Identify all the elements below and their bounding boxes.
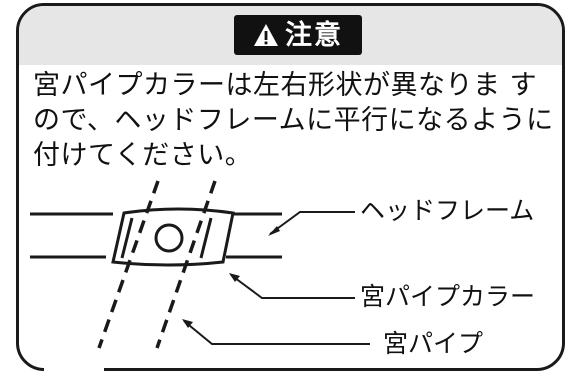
- pipe-collar-drawing: [111, 207, 235, 267]
- caution-header: 注意: [19, 6, 562, 65]
- caution-message: 宮パイプカラーは左右形状が異なりま す ので、ヘッドフレームに平行になるように …: [33, 68, 554, 173]
- leader-arrowheads: [182, 226, 280, 328]
- warning-triangle-icon: [254, 24, 278, 46]
- caution-card: 注意: [16, 3, 565, 371]
- label-head-frame: ヘッドフレーム: [360, 196, 535, 225]
- label-pipe: 宮パイプ: [383, 329, 484, 358]
- label-pipe-collar: 宮パイプカラー: [360, 282, 536, 311]
- caution-badge: 注意: [234, 15, 362, 55]
- border-gap: [44, 360, 104, 377]
- caution-message-line-2: ので、ヘッドフレームに平行になるように: [33, 105, 554, 136]
- pipe-drawing: [97, 180, 217, 349]
- head-frame-drawing: [30, 212, 282, 259]
- caution-message-line-3: 付けてください。: [33, 140, 253, 171]
- caution-title: 注意: [285, 19, 343, 51]
- leader-lines: [183, 211, 370, 345]
- caution-message-line-1: 宮パイプカラーは左右形状が異なりま す: [33, 70, 538, 101]
